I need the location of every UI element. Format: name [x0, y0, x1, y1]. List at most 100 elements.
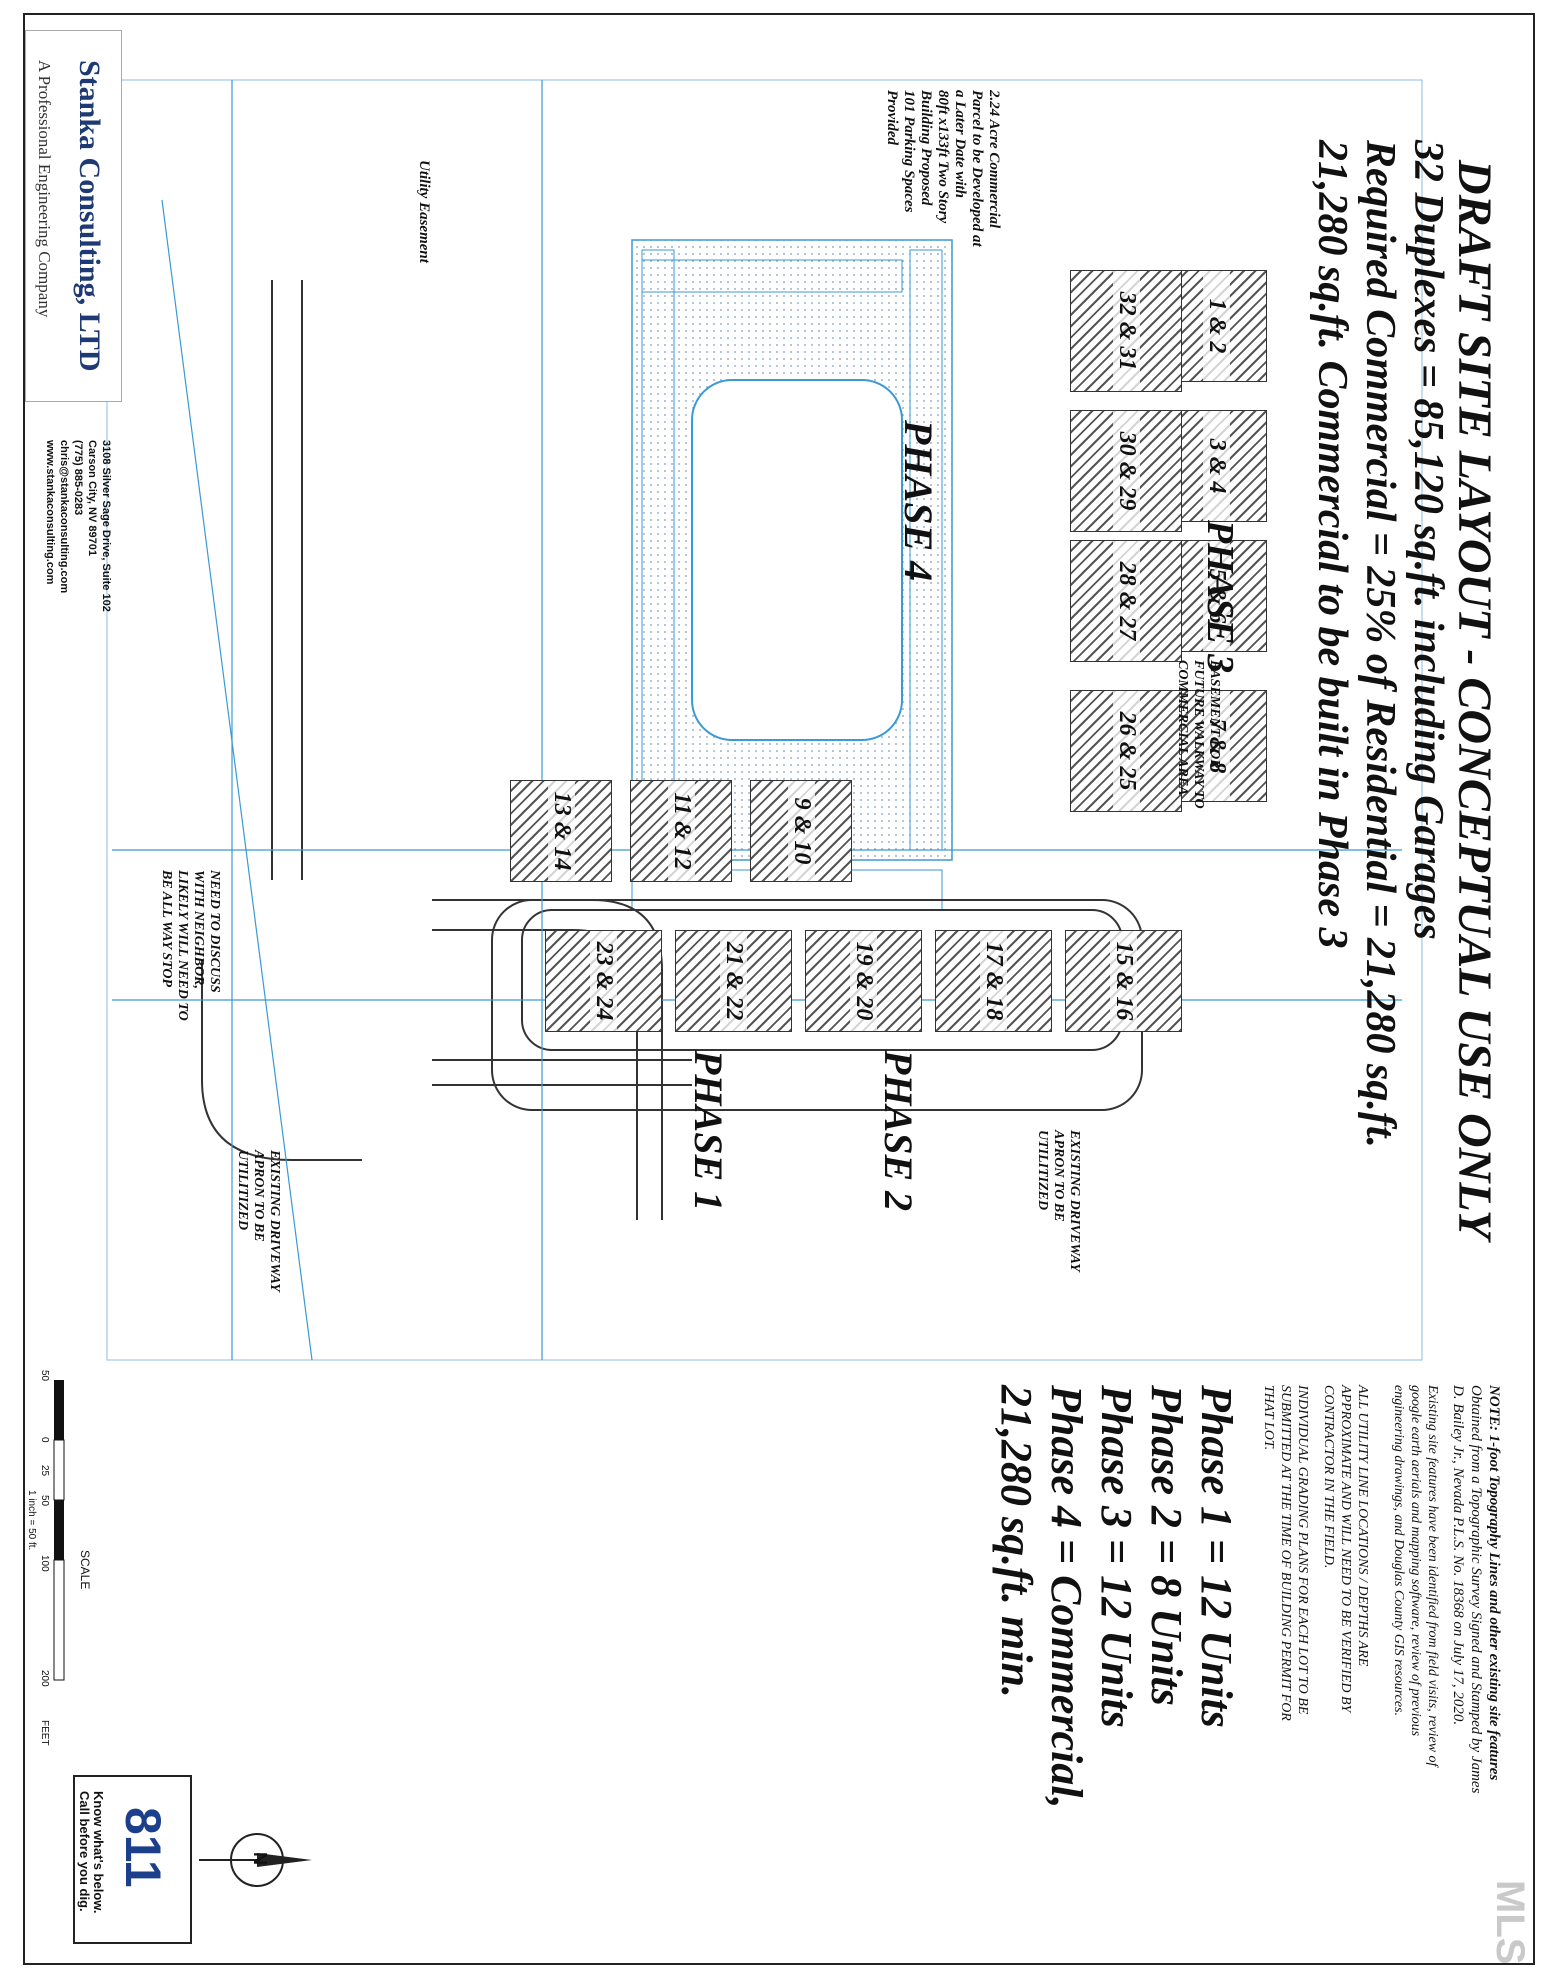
lot-21-label: 21 & 22 — [720, 931, 748, 1031]
scale-tick-4: 50 — [39, 1495, 50, 1507]
commercial-note-1: 2.24 Acre Commercial — [986, 90, 1002, 229]
commercial-note-3: a Later Date with — [952, 90, 968, 198]
phase-3-label: PHASE 3 — [1199, 520, 1241, 674]
lot-13-label: 13 & 14 — [548, 781, 575, 881]
lot-15: 15 & 16 — [1065, 930, 1182, 1032]
scale-title: SCALE — [78, 1550, 92, 1590]
company-name: Stanka Consulting, LTD — [73, 60, 106, 372]
lot-32-label: 32 & 31 — [1113, 271, 1140, 391]
call-811-line2: Call before you dig. — [77, 1791, 92, 1912]
lot-23: 23 & 24 — [545, 930, 662, 1032]
lot-17-label: 17 & 18 — [980, 931, 1008, 1031]
note-utility-2: APPROXIMATE AND WILL NEED TO BE VERIFIED… — [1338, 1385, 1353, 1713]
company-address-1: 3108 Silver Sage Drive, Suite 102 — [100, 440, 112, 612]
note-topo-1: NOTE: 1-foot Topography Lines and other … — [1486, 1385, 1502, 1781]
scale-tick-3: 25 — [39, 1465, 50, 1477]
driveway-bottom-label-2: APRON TO BE — [251, 1150, 266, 1242]
driveway-top-label-2: APRON TO BE — [1051, 1130, 1066, 1222]
parcel-boundary — [106, 79, 1423, 1361]
commercial-note-5: Building Proposed — [918, 90, 934, 206]
neighbor-label-2: WITH NEIGHBOR, — [191, 870, 206, 990]
phase-2-label: PHASE 2 — [876, 1050, 921, 1212]
phase-list-2: Phase 2 = 8 Units — [1142, 1385, 1191, 1706]
lot-13: 13 & 14 — [510, 780, 612, 882]
note-topo-2: Obtained from a Topographic Survey Signe… — [1468, 1385, 1484, 1794]
parking-stalls — [631, 249, 943, 911]
lot-17: 17 & 18 — [935, 930, 1052, 1032]
scale-tick-6: 200 — [39, 1670, 50, 1687]
note-features-1: Existing site features have been identif… — [1425, 1385, 1440, 1767]
note-features-2: google earth aerials and mapping softwar… — [1408, 1385, 1423, 1737]
neighbor-label-1: NEED TO DISCUSS — [207, 870, 222, 993]
scale-unit: FEET — [39, 1720, 50, 1746]
drawing-title: DRAFT SITE LAYOUT - CONCEPTUAL USE ONLY — [1448, 160, 1501, 1240]
walkway-label-3: COMMERCIAL AREA — [1175, 660, 1190, 796]
lot-32: 32 & 31 — [1070, 270, 1182, 392]
summary-line-1: 32 Duplexes = 85,120 sq.ft. including Ga… — [1405, 140, 1451, 940]
lot-21: 21 & 22 — [675, 930, 792, 1032]
lot-28: 28 & 27 — [1070, 540, 1182, 662]
lot-1-label: 1 & 2 — [1203, 271, 1230, 381]
note-grading-3: THAT LOT. — [1261, 1385, 1276, 1451]
driveway-top-label-1: EXISTING DRIVEWAY — [1067, 1130, 1082, 1272]
commercial-note-6: 101 Parking Spaces — [901, 90, 917, 213]
note-topo-3: D. Bailey Jr., Nevada P.L.S. No. 18368 o… — [1450, 1385, 1466, 1726]
neighbor-label-3: LIKELY WILL NEED TO — [175, 870, 190, 1021]
phase-list-1: Phase 1 = 12 Units — [1192, 1385, 1241, 1728]
phase-1-label: PHASE 1 — [686, 1050, 731, 1212]
scale-ratio: 1 inch = 50 ft. — [26, 1490, 37, 1551]
phase-4-label: PHASE 4 — [896, 420, 941, 582]
company-address-3: (775) 885-0283 — [72, 440, 84, 516]
lot-11-label: 11 & 12 — [668, 781, 695, 881]
driveway-top-label-3: UTILITIZED — [1035, 1130, 1050, 1211]
call-811-number: 811 — [115, 1807, 171, 1888]
walkway-label-1: EASEMENT FOR — [1207, 660, 1222, 769]
scale-tick-1: 50 — [39, 1370, 50, 1382]
phase-list-5: 21,280 sq.ft. min. — [992, 1385, 1041, 1698]
phase-list-3: Phase 3 = 12 Units — [1092, 1385, 1141, 1728]
neighbor-label-4: BE ALL WAY STOP — [159, 870, 174, 988]
lot-23-label: 23 & 24 — [590, 931, 618, 1031]
note-grading-1: INDIVIDUAL GRADING PLANS FOR EACH LOT TO… — [1295, 1385, 1310, 1715]
lot-26: 26 & 25 — [1070, 690, 1182, 812]
sheet-border — [23, 13, 1535, 1965]
lot-30-label: 30 & 29 — [1113, 411, 1140, 531]
driveway-bottom-label-1: EXISTING DRIVEWAY — [267, 1150, 282, 1292]
company-address-2: Carson City, NV 89701 — [86, 440, 98, 556]
note-utility-1: ALL UTILITY LINE LOCATIONS / DEPTHS ARE — [1355, 1385, 1370, 1667]
lot-15-label: 15 & 16 — [1110, 931, 1138, 1031]
lot-19-label: 19 & 20 — [850, 931, 878, 1031]
lot-11: 11 & 12 — [630, 780, 732, 882]
company-address-4: chris@stankaconsulting.com — [58, 440, 70, 594]
north-arrow-icon — [199, 1833, 312, 1887]
company-address-5: www.stankaconsulting.com — [44, 440, 56, 585]
note-features-3: engineering drawings, and Douglas County… — [1391, 1385, 1406, 1717]
summary-line-3: 21,280 sq.ft. Commercial to be built in … — [1309, 140, 1355, 949]
north-label: N — [250, 1852, 270, 1865]
mls-watermark: MLS — [1488, 1880, 1532, 1965]
walkway-label-2: FUTURE WALKWAY TO — [1191, 660, 1206, 809]
note-grading-2: SUBMITTED AT THE TIME OF BUILDING PERMIT… — [1278, 1385, 1293, 1721]
lot-30: 30 & 29 — [1070, 410, 1182, 532]
note-utility-3: CONTRACTOR IN THE FIELD. — [1321, 1385, 1336, 1569]
scale-tick-2: 0 — [39, 1437, 50, 1443]
lot-26-label: 26 & 25 — [1113, 691, 1140, 811]
scale-tick-5: 100 — [39, 1555, 50, 1572]
lot-9: 9 & 10 — [750, 780, 852, 882]
call-811-line1: Know what's below. — [91, 1791, 106, 1914]
lot-9-label: 9 & 10 — [788, 781, 815, 881]
commercial-building-pad — [691, 379, 903, 741]
lot-19: 19 & 20 — [805, 930, 922, 1032]
call-811-badge: 811 Know what's below. Call before you d… — [73, 1775, 192, 1944]
phase-list-4: Phase 4 = Commercial, — [1042, 1385, 1091, 1809]
company-tagline: A Professional Engineering Company — [35, 60, 54, 318]
driveway-bottom-label-3: UTILITIZED — [235, 1150, 250, 1231]
lot-3-label: 3 & 4 — [1203, 411, 1230, 521]
scale-bar — [53, 1380, 65, 1681]
commercial-note-7: Provided — [884, 90, 900, 145]
summary-line-2: Required Commercial = 25% of Residential… — [1357, 140, 1403, 1148]
lot-28-label: 28 & 27 — [1113, 541, 1140, 661]
